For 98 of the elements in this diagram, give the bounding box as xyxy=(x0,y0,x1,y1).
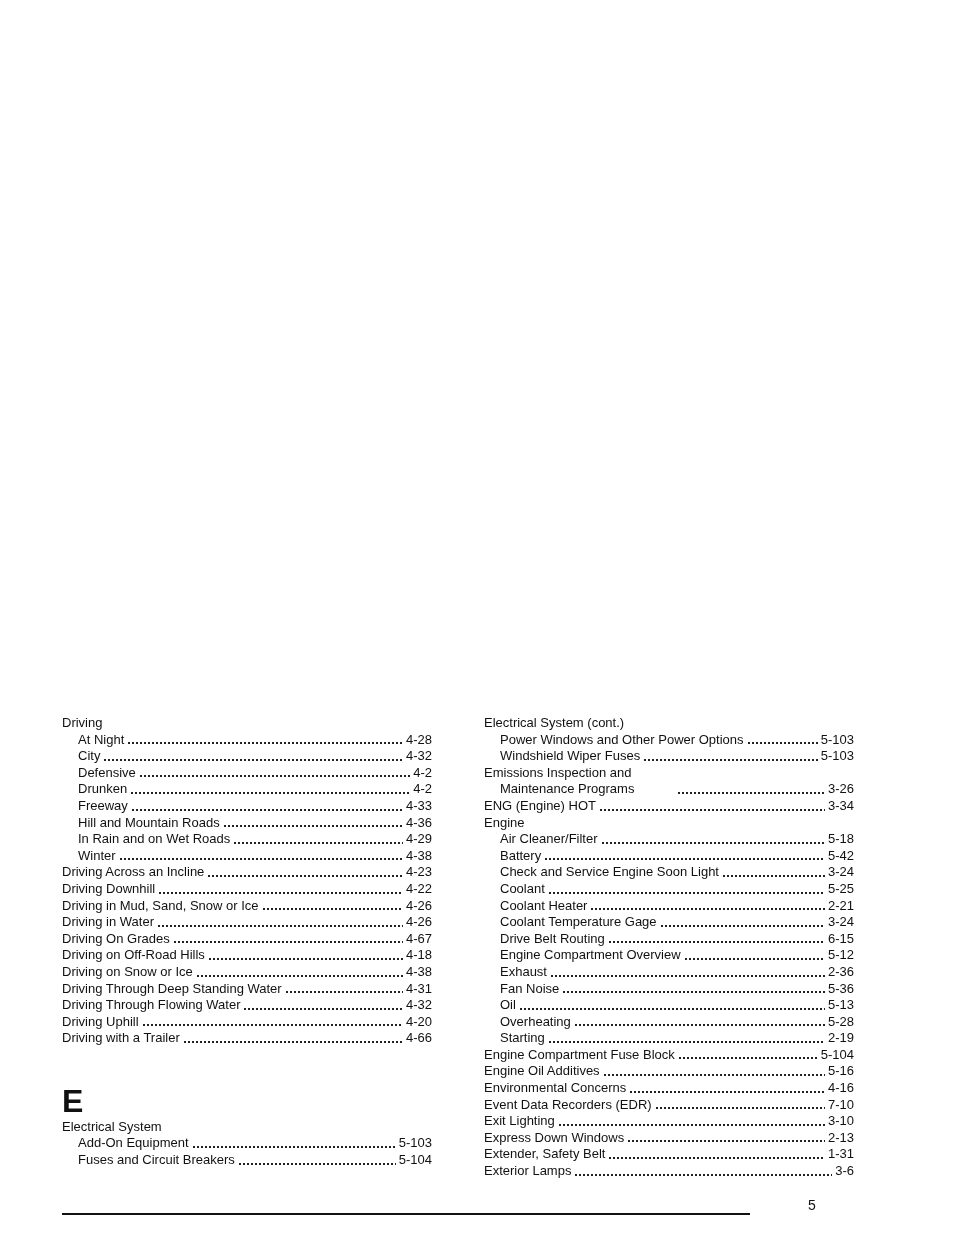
page-number: 4-33 xyxy=(405,797,432,815)
index-entry: Drunken xyxy=(77,781,128,798)
index-entry: Driving Through Flowing Water xyxy=(62,997,241,1014)
page-number: 4-32 xyxy=(405,748,432,765)
index-entry: Fan Noise xyxy=(499,980,560,998)
index-entry: Coolant xyxy=(499,880,545,898)
index-heading: Engine xyxy=(484,814,525,832)
index-heading: Electrical System xyxy=(62,1118,162,1136)
page-number: 4-16 xyxy=(827,1080,854,1097)
index-entry: Exterior Lamps xyxy=(484,1163,572,1180)
index-entry: ENG (Engine) HOT xyxy=(484,797,596,815)
index-entry: Express Down Windows xyxy=(484,1129,625,1147)
page-number: 5-16 xyxy=(827,1063,854,1081)
index-entry: Driving in Water xyxy=(62,914,154,931)
page-number: 4-38 xyxy=(405,963,432,981)
index-entry: City xyxy=(77,748,101,765)
page-number: 5-103 xyxy=(398,1135,432,1153)
page-number: 4-36 xyxy=(405,814,432,832)
index-entry: Winter xyxy=(77,847,116,865)
index-entry: Add-On Equipment xyxy=(77,1135,189,1153)
page-number: 4-31 xyxy=(405,980,432,998)
index-entry: Fuses and Circuit Breakers xyxy=(77,1152,235,1169)
page-number: 4-67 xyxy=(405,930,432,948)
page-number: 1-31 xyxy=(827,1146,854,1164)
index-entry: Driving on Snow or Ice xyxy=(62,963,193,981)
page-number: 2-36 xyxy=(827,963,854,981)
index-entry: Battery xyxy=(499,847,542,865)
page-number: 3-26 xyxy=(827,781,854,798)
page-number: 2-13 xyxy=(827,1129,854,1147)
page-number: 4-23 xyxy=(405,864,432,881)
page-number: 2-19 xyxy=(827,1030,854,1047)
page-number: 3-10 xyxy=(827,1113,854,1130)
index-entry: Driving On Grades xyxy=(62,930,170,948)
index-entry: Exit Lighting xyxy=(484,1113,555,1130)
index-entry: Oil xyxy=(499,997,516,1014)
page-number: 4-26 xyxy=(405,914,432,931)
page-number: 3-6 xyxy=(835,1163,854,1180)
page-number: 4-29 xyxy=(405,831,432,848)
index-entry: Driving with a Trailer xyxy=(62,1030,180,1047)
index-entry: Drive Belt Routing xyxy=(499,930,605,948)
index-entry: Extender, Safety Belt xyxy=(484,1146,606,1164)
index-entry: Check and Service Engine Soon Light xyxy=(499,864,719,881)
page-number: 5-104 xyxy=(820,1046,854,1064)
page-number: 4-66 xyxy=(405,1030,432,1047)
page-number: 4-22 xyxy=(405,880,432,898)
index-entry: Driving Uphill xyxy=(62,1013,139,1031)
index-heading: Driving xyxy=(62,715,103,732)
page-number: 4-26 xyxy=(405,897,432,915)
index-entry: Driving on Off-Road Hills xyxy=(62,947,205,964)
page-number: 6-15 xyxy=(827,930,854,948)
index-entry: Driving Across an Incline xyxy=(62,864,205,881)
index-entry: Environmental Concerns xyxy=(484,1080,627,1097)
index-heading: Electrical System (cont.) xyxy=(484,715,625,732)
page-number: 5-103 xyxy=(820,748,854,765)
index-entry: Engine Compartment Overview xyxy=(499,947,681,964)
page-number: 2-21 xyxy=(827,897,854,915)
index-entry: Overheating xyxy=(499,1013,571,1031)
page-number: 5-36 xyxy=(827,980,854,998)
index-entry: Air Cleaner/Filter xyxy=(499,831,598,848)
page-number: 4-2 xyxy=(413,781,432,798)
page-number: 5-25 xyxy=(827,880,854,898)
index-entry: Defensive xyxy=(77,764,136,782)
page-number: 5-12 xyxy=(827,947,854,964)
page-number: 5-103 xyxy=(820,731,854,749)
page-number: 3-24 xyxy=(827,864,854,881)
page-number: 5-42 xyxy=(827,847,854,865)
page-number: 4-32 xyxy=(405,997,432,1014)
index-entry: Engine Compartment Fuse Block xyxy=(484,1046,675,1064)
page-number: 3-34 xyxy=(827,797,854,815)
page-number: 5-18 xyxy=(827,831,854,848)
index-entry: In Rain and on Wet Roads xyxy=(77,831,231,848)
index-entry: Coolant Heater xyxy=(499,897,588,915)
index-entry: Starting xyxy=(499,1030,545,1047)
index-entry: Power Windows and Other Power Options xyxy=(499,731,744,749)
page-number: 5 xyxy=(808,1197,816,1213)
index-entry: Driving in Mud, Sand, Snow or Ice xyxy=(62,897,259,915)
index-entry: Driving Through Deep Standing Water xyxy=(62,980,282,998)
index-entry: Driving Downhill xyxy=(62,880,156,898)
index-entry: Freeway xyxy=(77,797,128,815)
page-number: 5-13 xyxy=(827,997,854,1014)
index-entry: Engine Oil Additives xyxy=(484,1063,600,1081)
page-number: 3-24 xyxy=(827,914,854,931)
index-entry: Event Data Recorders (EDR) xyxy=(484,1096,652,1114)
index-entry: Exhaust xyxy=(499,963,547,981)
page-number: 4-18 xyxy=(405,947,432,964)
index-entry: Emissions Inspection and Maintenance Programs xyxy=(484,764,636,798)
page-number: 5-28 xyxy=(827,1013,854,1031)
page-number: 5-104 xyxy=(398,1152,432,1169)
page-number: 4-28 xyxy=(405,731,432,749)
index-entry: Hill and Mountain Roads xyxy=(77,814,220,832)
section-letter: E xyxy=(62,1082,84,1119)
page-number: 4-20 xyxy=(405,1013,432,1031)
index-entry: Windshield Wiper Fuses xyxy=(499,748,641,765)
index-entry: At Night xyxy=(77,731,125,749)
index-entry: Coolant Temperature Gage xyxy=(499,914,657,931)
page-number: 4-2 xyxy=(413,764,432,782)
page-number: 4-38 xyxy=(405,847,432,865)
page-number: 7-10 xyxy=(827,1096,854,1114)
